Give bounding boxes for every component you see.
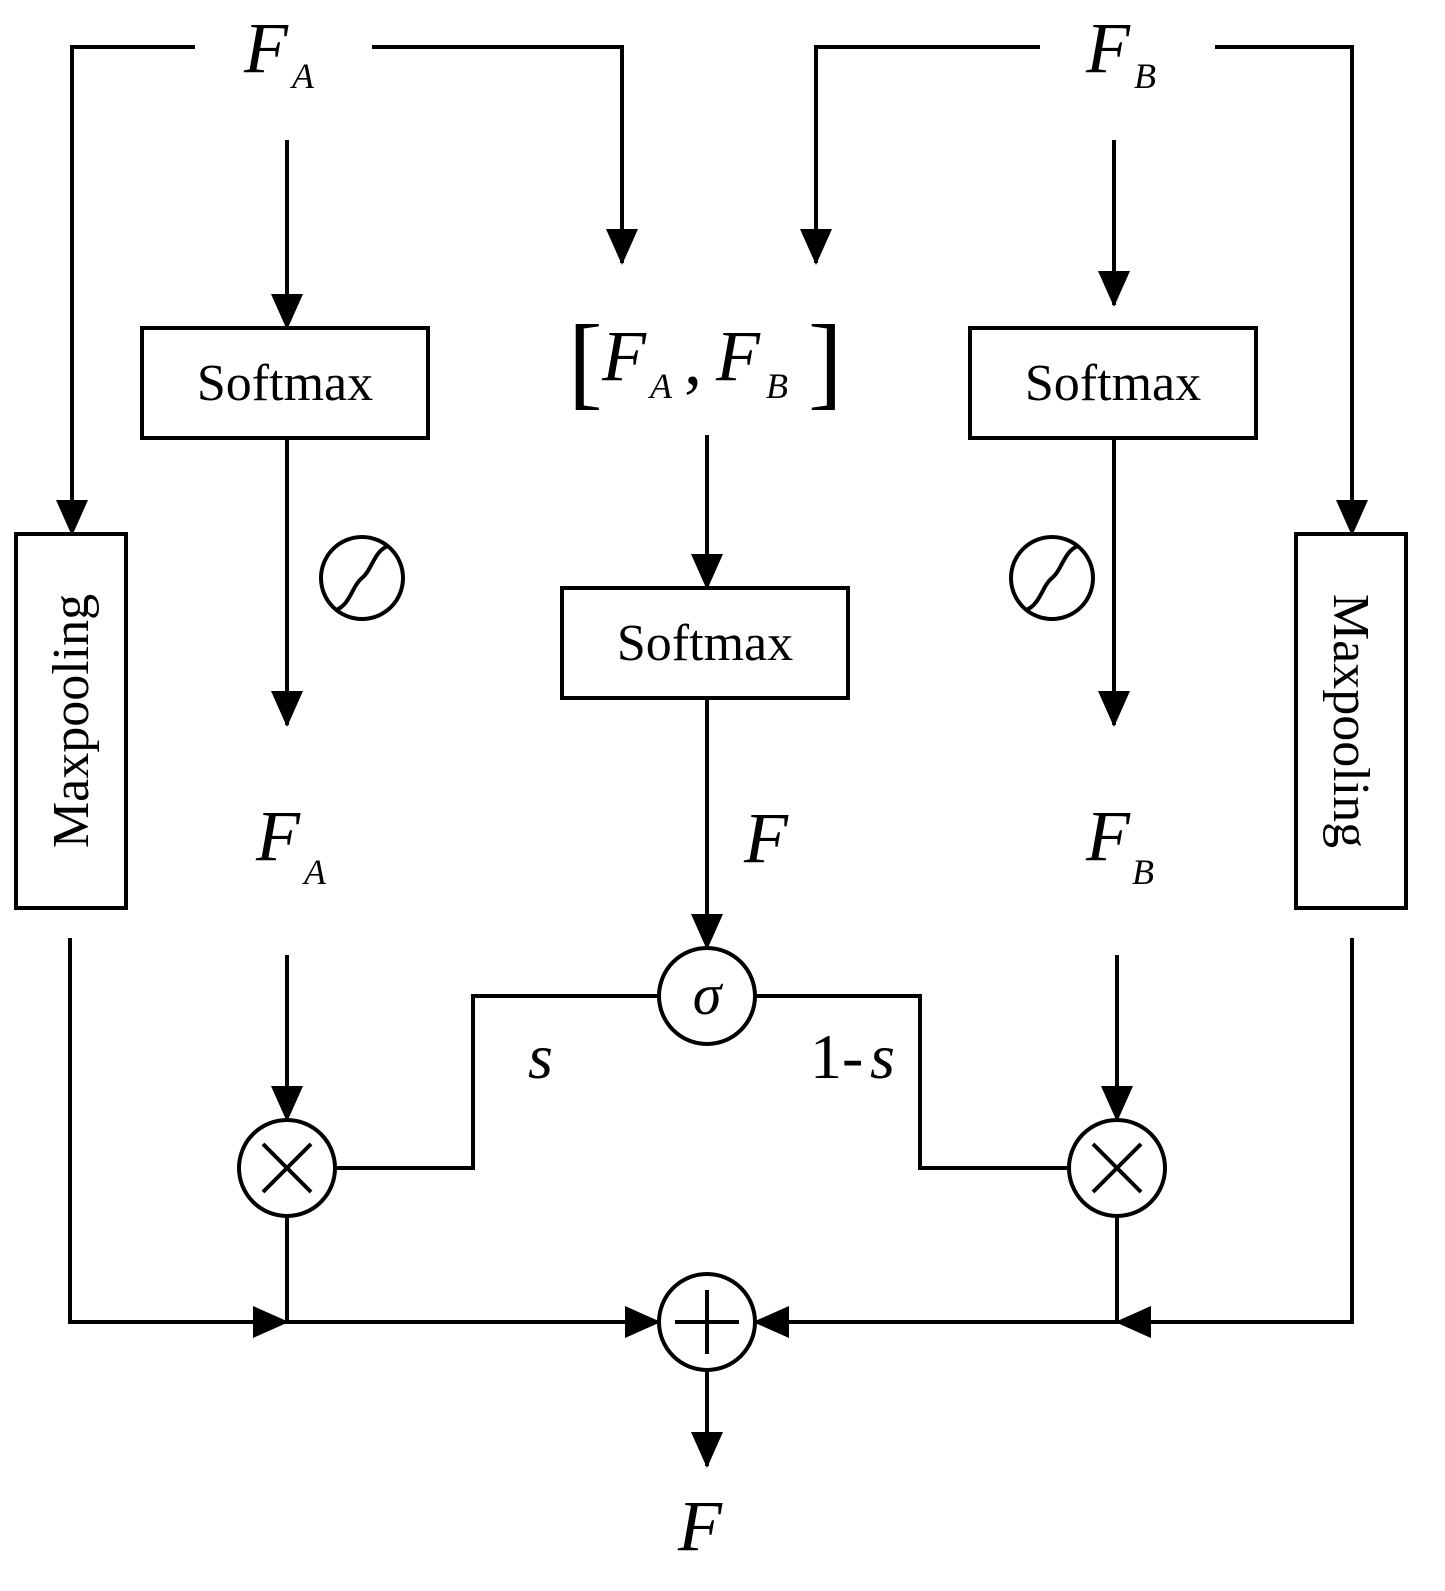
- concat-fa-main: F: [601, 316, 647, 396]
- weight-one-minus-var: s: [870, 1021, 895, 1092]
- add-icon: [675, 1290, 739, 1354]
- mid-fb-main: F: [1085, 796, 1131, 876]
- softmax-center-box: [560, 586, 850, 700]
- fa-to-concat-line: [372, 45, 638, 265]
- input-fb-label: F B: [1085, 8, 1156, 96]
- maxpool-left-out-line: [68, 938, 289, 1338]
- weight-s-label: s: [528, 1021, 553, 1092]
- maxpool-right-box: [1294, 532, 1408, 910]
- input-fa-sub: A: [290, 56, 315, 96]
- concat-fb-sub: B: [766, 366, 788, 406]
- weight-one-minus-s-label: 1- s: [810, 1021, 895, 1092]
- multiply-left-node: [237, 1118, 337, 1218]
- multiply-left-icon: [261, 1142, 313, 1194]
- input-fa-label: F A: [243, 8, 315, 96]
- input-fb-sub: B: [1134, 56, 1156, 96]
- mid-fa-label: F A: [255, 796, 327, 892]
- sigma-symbol: σ: [693, 962, 724, 1027]
- input-fb-main: F: [1085, 8, 1131, 88]
- sigma-to-multiply-right-line: [755, 994, 1069, 1170]
- multiply-right-icon: [1091, 1142, 1143, 1194]
- maxpool-left-box: [14, 532, 128, 910]
- mid-f-label: F: [743, 798, 789, 878]
- mid-fb-label: F B: [1085, 796, 1154, 892]
- sigmoid-left-icon: [319, 535, 405, 621]
- weight-one-minus-prefix: 1-: [810, 1021, 863, 1092]
- sigma-to-multiply-left-line: [335, 994, 659, 1170]
- mid-fa-sub: A: [302, 852, 327, 892]
- mid-fa-main: F: [255, 796, 301, 876]
- softmax-right-box: [968, 326, 1258, 440]
- multiply-right-node: [1067, 1118, 1167, 1218]
- fa-to-maxpool-left-line: [56, 45, 195, 536]
- softmax-left-box: [140, 326, 430, 440]
- mid-fb-sub: B: [1132, 852, 1154, 892]
- fb-to-maxpool-right-line: [1215, 45, 1368, 536]
- softmax-right-label: Softmax: [1025, 355, 1201, 412]
- sigmoid-right-icon: [1009, 535, 1095, 621]
- concat-label: [ F A , F B ]: [568, 304, 843, 419]
- input-fa-main: F: [243, 8, 289, 88]
- concat-fb-main: F: [715, 316, 761, 396]
- softmax-left-label: Softmax: [197, 355, 373, 412]
- output-f-label: F: [677, 1486, 723, 1566]
- concat-comma: ,: [684, 320, 702, 400]
- maxpool-right-out-line: [1115, 938, 1354, 1338]
- maxpool-right-label: Maxpooling: [1322, 594, 1379, 848]
- maxpool-left-label: Maxpooling: [43, 594, 100, 848]
- fb-to-concat-line: [800, 45, 1040, 265]
- add-node: [657, 1272, 757, 1372]
- softmax-center-label: Softmax: [617, 615, 793, 672]
- concat-fa-sub: A: [648, 366, 673, 406]
- concat-open-bracket: [: [568, 304, 603, 419]
- concat-close-bracket: ]: [808, 304, 843, 419]
